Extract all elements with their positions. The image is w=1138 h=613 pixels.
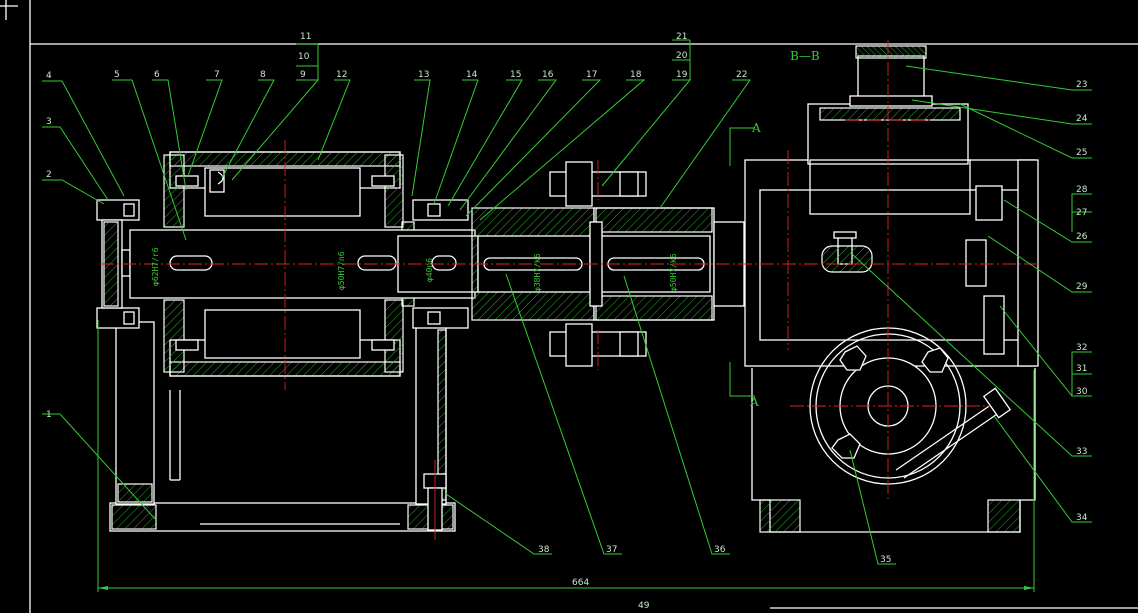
section-marks: B—B A A: [729, 49, 820, 409]
fit-labels: φ62H7/r6 φ50H7/n6 φ40n6 φ38H7/k6 φ50H7/k…: [151, 247, 678, 292]
part-number: 23: [1076, 80, 1087, 90]
gearbox: [744, 45, 1039, 533]
part-number: 21: [676, 32, 687, 42]
dimension-overall: 664: [572, 578, 589, 588]
part-number: 1: [46, 410, 52, 420]
section-mark-bottom: A: [749, 395, 759, 409]
part-number: 5: [114, 70, 120, 80]
part-number: 12: [336, 70, 347, 80]
part-number: 6: [154, 70, 160, 80]
leader-lines: [42, 39, 1092, 565]
part-number: 35: [880, 555, 891, 565]
part-number: 11: [300, 32, 311, 42]
part-number: 24: [1076, 114, 1088, 124]
left-housing: [96, 151, 469, 540]
part-number: 38: [538, 545, 550, 555]
part-number: 26: [1076, 232, 1088, 242]
fit-label-2: φ50H7/n6: [337, 251, 346, 290]
part-number: 27: [1076, 208, 1087, 218]
part-number: 18: [630, 70, 642, 80]
part-number: 19: [676, 70, 688, 80]
drawing-frame: [29, 0, 1138, 613]
part-number: 10: [298, 52, 310, 62]
ucs-icon: [0, 0, 18, 20]
part-number: 13: [418, 70, 429, 80]
part-number: 17: [586, 70, 597, 80]
fit-label-3: φ40n6: [425, 258, 434, 282]
part-number: 28: [1076, 185, 1088, 195]
part-number: 30: [1076, 387, 1088, 397]
part-number: 31: [1076, 364, 1087, 374]
part-number: 16: [542, 70, 554, 80]
section-mark-top: A: [751, 121, 761, 135]
part-number: 8: [260, 70, 266, 80]
fit-label-5: φ50H7/k6: [669, 253, 678, 292]
part-number: 9: [300, 70, 306, 80]
part-number: 36: [714, 545, 726, 555]
part-number: 29: [1076, 282, 1088, 292]
part-number: 33: [1076, 447, 1087, 457]
part-number: 20: [676, 51, 688, 61]
part-number: 25: [1076, 148, 1087, 158]
part-number: 32: [1076, 343, 1087, 353]
part-numbers: 1 2 3 4 5 6 7 8 9 10 11 12 13 14 15 16 1…: [46, 32, 1088, 565]
part-number: 14: [466, 70, 478, 80]
part-number: 7: [214, 70, 220, 80]
fit-label-4: φ38H7/k6: [533, 253, 542, 292]
section-title: B—B: [790, 49, 820, 63]
part-number: 15: [510, 70, 521, 80]
part-number: 37: [606, 545, 617, 555]
dimension-lines: 664 49: [97, 320, 1035, 611]
part-number: 22: [736, 70, 747, 80]
centerlines: [100, 40, 1040, 500]
fit-label-1: φ62H7/r6: [151, 247, 160, 286]
part-number: 3: [46, 117, 52, 127]
part-number: 2: [46, 170, 52, 180]
part-number: 34: [1076, 513, 1088, 523]
part-number: 4: [46, 71, 52, 81]
dimension-bottom: 49: [638, 601, 650, 611]
